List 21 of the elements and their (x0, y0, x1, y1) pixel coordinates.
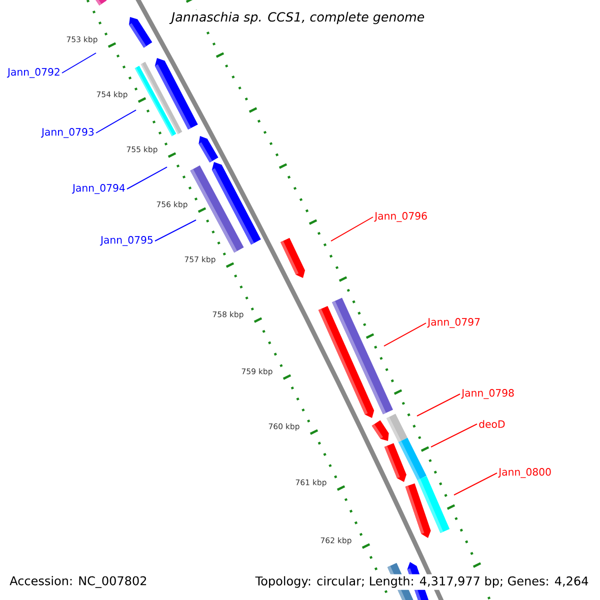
leader-line (62, 52, 96, 74)
leader-line (384, 322, 426, 346)
genome-info-label: Topology: circular; Length: 4,317,977 bp; Genes: 4,264 (253, 574, 591, 590)
gene-label: Jann_0792 (6, 68, 60, 78)
gene-label: Jann_0795 (100, 236, 153, 246)
leader-line (126, 166, 168, 190)
leader-line (430, 424, 478, 448)
leader-line (96, 110, 136, 134)
leader-line (330, 216, 374, 242)
gene-label: Jann_0796 (374, 212, 427, 222)
gene-label: Jann_0798 (461, 389, 514, 399)
gene-label: Jann_0797 (427, 318, 480, 328)
leader-line (154, 220, 196, 242)
gene-label: deoD (479, 420, 505, 428)
gene-label: Jann_0794 (72, 184, 125, 194)
gene-label: Jann_0800 (498, 468, 551, 478)
gene-label: Jann_0793 (40, 128, 94, 138)
leader-line (416, 394, 460, 416)
leader-line (454, 472, 498, 496)
title: Jannaschia sp. CCS1, complete genome (169, 10, 427, 26)
accession-label: Accession: NC_007802 (10, 576, 146, 588)
